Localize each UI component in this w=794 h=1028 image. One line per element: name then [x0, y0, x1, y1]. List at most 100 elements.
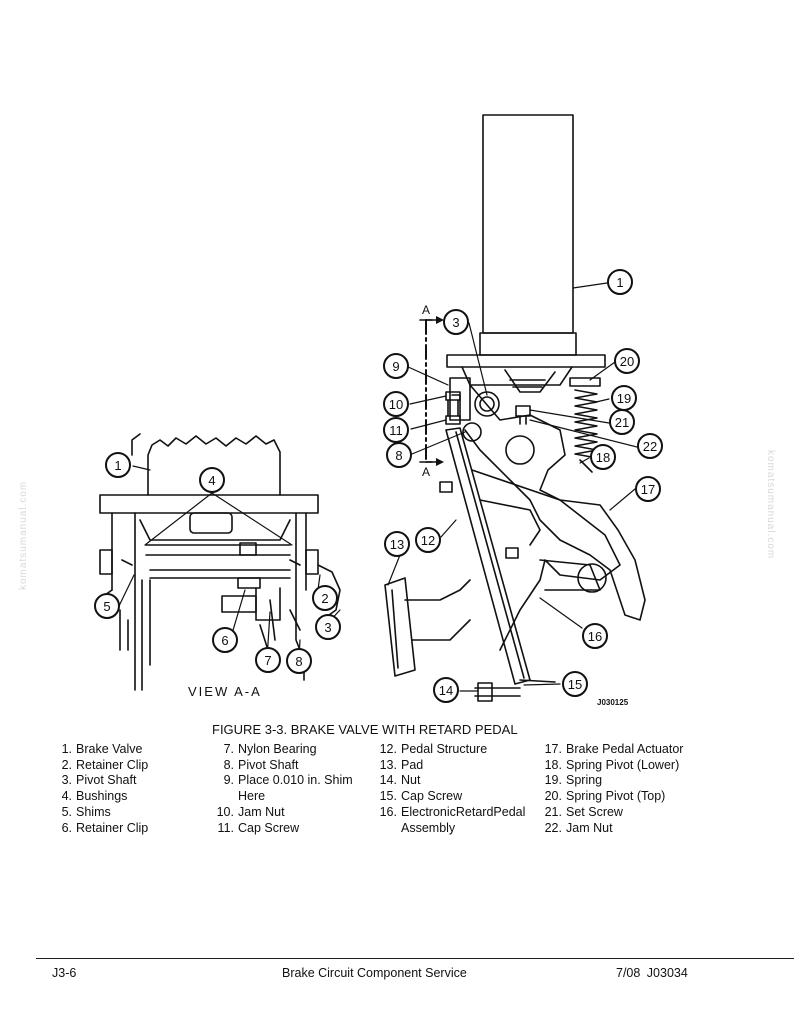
legend-item: 20.Spring Pivot (Top) [540, 789, 710, 805]
section-mark-label: A [422, 465, 430, 479]
callout-10: 10 [383, 391, 409, 417]
footer-page-number: J3-6 [52, 966, 77, 980]
callout-label: 8 [395, 448, 402, 463]
legend-item: 10.Jam Nut [212, 805, 367, 821]
callout-5: 5 [94, 593, 120, 619]
callout-20: 20 [614, 348, 640, 374]
callout-label: 18 [596, 450, 610, 465]
callout-label: 22 [643, 439, 657, 454]
callout-2: 2 [312, 585, 338, 611]
legend-text: Retainer Clip [76, 820, 149, 835]
legend-item: 18.Spring Pivot (Lower) [540, 758, 710, 774]
legend-number: 12. [379, 742, 397, 756]
callout-15: 15 [562, 671, 588, 697]
pedal-assembly-drawing [384, 114, 646, 702]
legend-item: 11.Cap Screw [212, 821, 367, 837]
callout-9: 9 [383, 353, 409, 379]
legend-text: Shims [76, 804, 111, 819]
legend-number: 3. [61, 773, 72, 788]
callout-16: 16 [582, 623, 608, 649]
callout-11: 11 [383, 417, 409, 443]
figure-caption: FIGURE 3-3. BRAKE VALVE WITH RETARD PEDA… [212, 722, 518, 737]
legend-item: 19.Spring [540, 773, 710, 789]
callout-label: 1 [114, 458, 121, 473]
legend-text: Brake Valve [76, 742, 143, 756]
callout-label: 3 [324, 620, 331, 635]
callout-18: 18 [590, 444, 616, 470]
legend-text: Cap Screw [401, 789, 463, 804]
callout-label: 2 [321, 591, 328, 606]
legend-text: Pad [401, 757, 424, 772]
legend-column-4: 17. Brake Pedal Actuator 18.Spring Pivot (… [540, 742, 710, 836]
legend-text: Spring Pivot (Lower) [566, 757, 680, 772]
legend-number: 16. [379, 804, 397, 819]
section-line [419, 319, 443, 463]
legend-item: 13. Pad [375, 758, 535, 774]
callout-7: 7 [255, 647, 281, 673]
callout-label: 5 [103, 599, 110, 614]
legend-text: Pedal Structure [401, 742, 488, 756]
callout-label: 21 [615, 415, 629, 430]
callout-label: 8 [295, 654, 302, 669]
legend-number: 2. [61, 757, 72, 772]
legend-number: 17. [544, 742, 562, 756]
callout-label: 1 [616, 275, 623, 290]
callout-label: 10 [389, 397, 403, 412]
callout-label: 11 [389, 423, 403, 438]
legend-number: 14. [379, 773, 397, 788]
legend-item: 6.Retainer Clip [52, 821, 202, 837]
callout-8: 8 [386, 442, 412, 468]
legend-text: Jam Nut [238, 804, 285, 819]
view-a-a-drawing [99, 433, 341, 691]
legend-item: 15. Cap Screw [375, 789, 535, 805]
callout-label: 12 [421, 533, 435, 548]
footer-section-title: Brake Circuit Component Service [282, 966, 467, 980]
callout-3: 3 [443, 309, 469, 335]
legend-text: ElectronicRetardPedal Assembly [401, 804, 526, 835]
callout-21: 21 [609, 409, 635, 435]
callout-label: 19 [617, 391, 631, 406]
legend-item: 21. Set Screw [540, 805, 710, 821]
legend-item: 16. ElectronicRetardPedal Assembly [375, 805, 535, 836]
legend-item: 22. Jam Nut [540, 821, 710, 837]
legend-number: 22. [544, 820, 562, 835]
callout-label: 14 [439, 683, 453, 698]
callout-6: 6 [212, 627, 238, 653]
footer-revision: 7/08 J03034 [616, 966, 688, 980]
callout-13: 13 [384, 531, 410, 557]
legend-number: 8. [223, 757, 234, 772]
legend-number: 15. [379, 789, 397, 804]
legend-number: 9. [223, 773, 234, 788]
callout-12: 12 [415, 527, 441, 553]
callout-label: 20 [620, 354, 634, 369]
watermark-right: komatsumanual.com [765, 450, 776, 560]
legend-text: Brake Pedal Actuator [566, 742, 684, 756]
legend-number: 21. [544, 804, 562, 819]
callout-19: 19 [611, 385, 637, 411]
legend-text: Jam Nut [566, 820, 613, 835]
callout-label: 13 [390, 537, 404, 552]
legend-item: 7.Nylon Bearing [212, 742, 367, 758]
legend-number: 4. [61, 789, 72, 804]
callout-label: 4 [208, 473, 215, 488]
callout-label: 6 [221, 633, 228, 648]
legend-text: Set Screw [566, 804, 623, 819]
callout-1: 1 [607, 269, 633, 295]
legend-item: 4. Bushings [52, 789, 202, 805]
callout-label: 3 [452, 315, 459, 330]
legend-item: 17. Brake Pedal Actuator [540, 742, 710, 758]
callout-label: 9 [392, 359, 399, 374]
legend-number: 1. [61, 742, 72, 756]
legend-item: 9. Place 0.010 in. Shim Here [212, 773, 367, 804]
legend-item: 8.Pivot Shaft [212, 758, 367, 774]
legend-number: 11. [217, 820, 234, 835]
legend-text: Nut [401, 773, 421, 788]
legend-text: Place 0.010 in. Shim Here [238, 773, 353, 804]
legend-text: Bushings [76, 789, 128, 804]
legend-column-3: 12. Pedal Structure 13. Pad 14. Nut 15. Cap Scr… [375, 742, 535, 836]
legend-number: 13. [379, 757, 397, 772]
callout-label: 16 [588, 629, 602, 644]
